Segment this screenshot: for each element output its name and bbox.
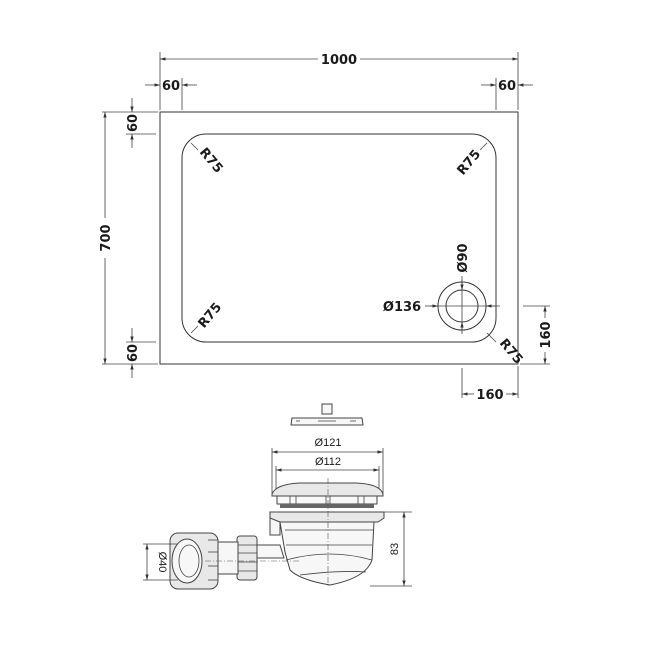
outlet-pipe (254, 544, 285, 559)
tray-basin (181, 133, 497, 343)
union-nut-right (236, 535, 258, 581)
dimension-waste-offset-x: 160 (461, 366, 519, 403)
radius-top-right: R75 (455, 142, 488, 178)
dimension-waste-outer: Ø136 (383, 300, 500, 315)
svg-text:R75: R75 (196, 300, 226, 331)
dimension-rim-left: 60 (145, 78, 197, 110)
svg-text:Ø121: Ø121 (315, 437, 342, 449)
svg-text:R75: R75 (455, 147, 485, 178)
dimension-waste-offset-y: 160 (520, 305, 554, 365)
svg-text:700: 700 (99, 224, 114, 251)
radius-top-left: R75 (190, 142, 226, 176)
dimension-cap-diameter: Ø121 (271, 436, 384, 494)
cap-legs (276, 495, 378, 505)
dimension-rim-top: 60 (126, 98, 156, 148)
dimension-grate-diameter: Ø112 (275, 455, 380, 494)
outlet-opening (171, 538, 203, 584)
seal-ring (280, 504, 374, 508)
dimension-overall-width: 1000 (159, 52, 519, 110)
dimension-waste-inner: Ø90 (456, 243, 471, 334)
outlet-elbow (269, 517, 281, 536)
svg-text:60: 60 (126, 114, 141, 132)
svg-text:60: 60 (126, 344, 141, 362)
grate-plate (290, 403, 364, 426)
svg-text:160: 160 (476, 388, 503, 403)
svg-text:Ø136: Ø136 (383, 300, 421, 315)
svg-text:60: 60 (162, 79, 180, 94)
trap-body (279, 521, 375, 586)
shower-tray-plan (159, 111, 519, 365)
tray-outline (159, 111, 519, 365)
dimension-outlet-diameter: Ø40 (143, 543, 178, 581)
radius-bottom-right: R75 (486, 332, 526, 367)
svg-text:R75: R75 (196, 145, 226, 176)
svg-text:60: 60 (498, 79, 516, 94)
waste-cap (271, 482, 384, 497)
svg-text:Ø90: Ø90 (456, 243, 471, 272)
svg-text:R75: R75 (496, 336, 526, 367)
waste-trap-drawing: Ø121 Ø112 (143, 403, 412, 590)
dimension-overall-depth: 700 (99, 111, 158, 365)
dimension-rim-right: 60 (481, 78, 533, 110)
dimension-rim-bottom: 60 (126, 328, 156, 378)
svg-text:Ø40: Ø40 (156, 552, 168, 573)
svg-text:83: 83 (389, 543, 401, 555)
svg-text:Ø112: Ø112 (315, 456, 341, 468)
connector-pipe (215, 541, 239, 575)
body-flange (269, 511, 385, 523)
dimension-trap-height: 83 (370, 511, 412, 587)
dim-width-label: 1000 (321, 53, 357, 68)
radius-bottom-left: R75 (190, 300, 226, 334)
svg-text:160: 160 (539, 321, 554, 348)
